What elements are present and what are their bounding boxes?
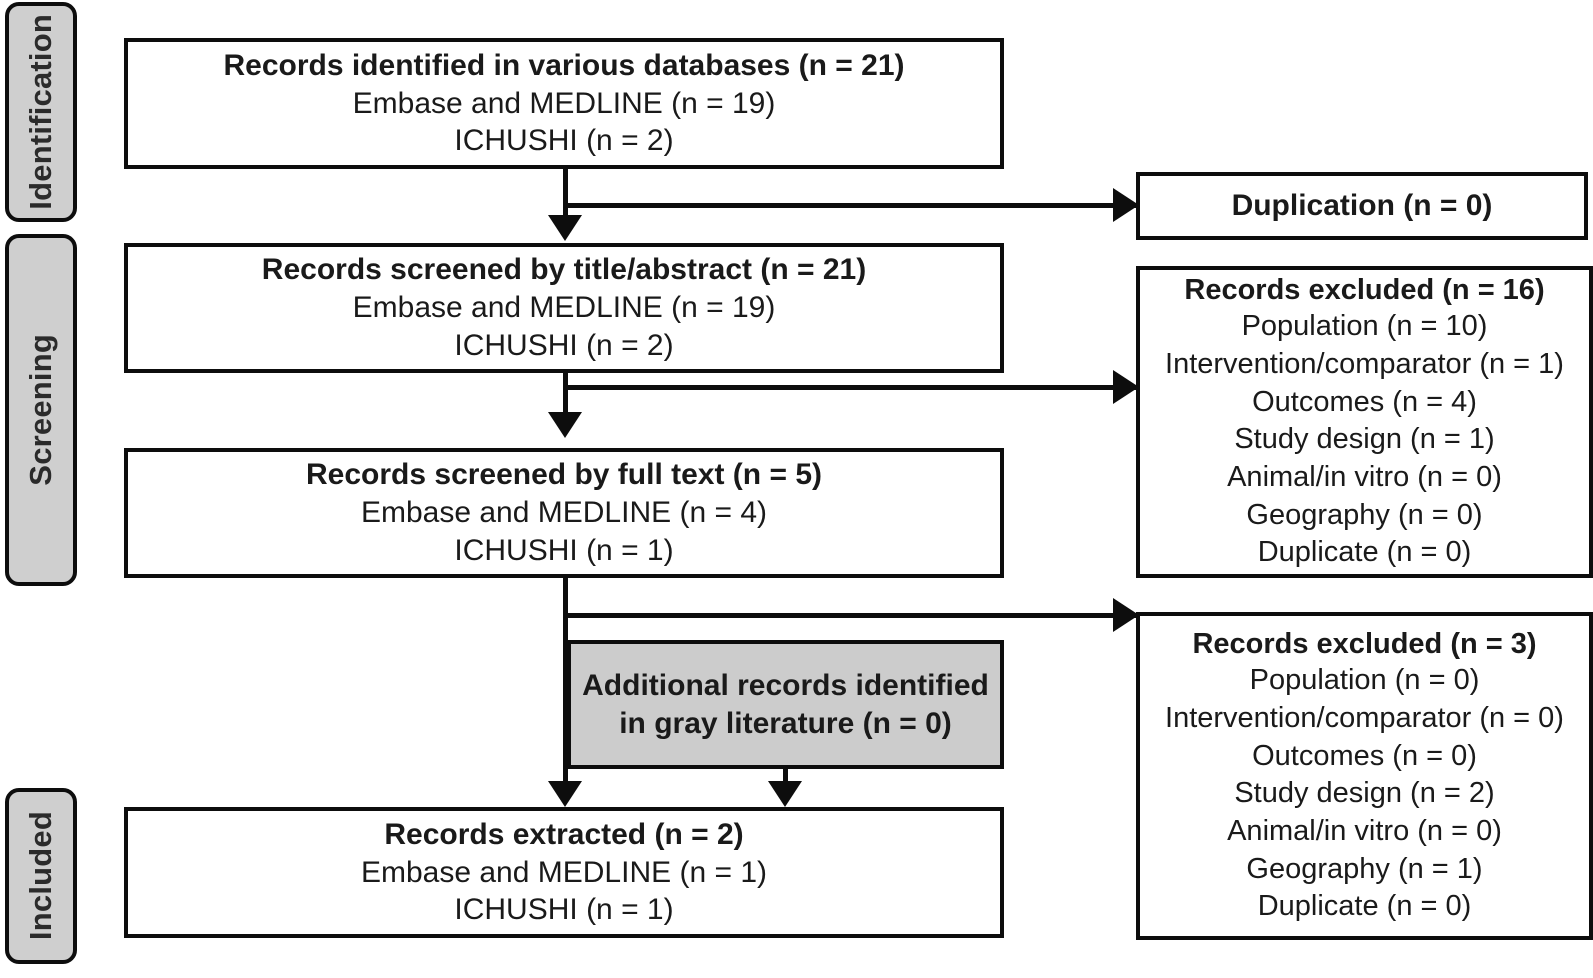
box-records-excluded-3-line-6: Geography (n = 1) (1246, 852, 1483, 885)
box-records-extracted: Records extracted (n = 2) Embase and MED… (124, 807, 1004, 938)
arrow-down-to-records-extracted (548, 781, 582, 807)
arrow-down-gray-to-records-extracted (768, 781, 802, 807)
connector-vline-gray-to-box4 (783, 769, 788, 787)
box-records-excluded-16-line-2: Intervention/comparator (n = 1) (1165, 348, 1564, 381)
box-duplication: Duplication (n = 0) (1136, 172, 1588, 240)
box-records-excluded-16: Records excluded (n = 16) Population (n … (1136, 266, 1593, 578)
box-gray-literature-line-1: Additional records identified (582, 668, 989, 702)
box-records-excluded-16-title: Records excluded (n = 16) (1184, 273, 1545, 306)
arrow-down-to-box2 (548, 215, 582, 241)
box-records-excluded-16-line-7: Duplicate (n = 0) (1257, 536, 1472, 569)
box-records-excluded-16-line-4: Study design (n = 1) (1234, 423, 1495, 456)
box-records-identified-title: Records identified in various databases … (223, 48, 905, 82)
arrow-right-to-duplication (1113, 188, 1139, 222)
box-additional-records-gray-literature: Additional records identified in gray li… (567, 640, 1004, 769)
box-records-excluded-16-line-5: Animal/in vitro (n = 0) (1227, 461, 1502, 494)
box-records-identified-line-2: ICHUSHI (n = 2) (454, 124, 674, 158)
box-records-excluded-3-line-1: Population (n = 0) (1249, 664, 1480, 697)
connector-hline-to-excluded-3 (563, 613, 1136, 618)
box-records-screened-title-abstract-line-1: Embase and MEDLINE (n = 19) (352, 291, 776, 325)
box-records-excluded-3-line-4: Study design (n = 2) (1234, 777, 1495, 810)
box-records-excluded-3-line-3: Outcomes (n = 0) (1252, 739, 1477, 772)
box-records-excluded-3-line-2: Intervention/comparator (n = 0) (1165, 702, 1564, 735)
box-records-screened-full-text-line-2: ICHUSHI (n = 1) (454, 533, 674, 567)
stage-label-screening: Screening (5, 234, 77, 586)
box-records-excluded-3-line-7: Duplicate (n = 0) (1257, 890, 1472, 923)
stage-label-screening-text: Screening (23, 334, 58, 486)
box-records-identified: Records identified in various databases … (124, 38, 1004, 169)
box-records-screened-title-abstract: Records screened by title/abstract (n = … (124, 243, 1004, 373)
box-records-excluded-16-line-6: Geography (n = 0) (1246, 498, 1483, 531)
connector-vline-box1-to-box2 (563, 169, 568, 217)
box-records-screened-title-abstract-title: Records screened by title/abstract (n = … (261, 253, 867, 287)
box-gray-literature-line-2: in gray literature (n = 0) (619, 706, 952, 740)
box-records-excluded-16-line-3: Outcomes (n = 4) (1252, 385, 1477, 418)
stage-label-included: Included (5, 788, 77, 964)
connector-vline-box2-to-box3 (563, 373, 568, 418)
box-records-extracted-title: Records extracted (n = 2) (384, 817, 744, 851)
box-records-screened-full-text-title: Records screened by full text (n = 5) (306, 458, 822, 492)
arrow-right-to-excluded-3 (1113, 598, 1139, 632)
box-duplication-title: Duplication (n = 0) (1231, 189, 1493, 223)
box-records-screened-title-abstract-line-2: ICHUSHI (n = 2) (454, 328, 674, 362)
arrow-right-to-excluded-16 (1113, 370, 1139, 404)
box-records-screened-full-text: Records screened by full text (n = 5) Em… (124, 448, 1004, 578)
box-records-excluded-3: Records excluded (n = 3) Population (n =… (1136, 612, 1593, 940)
stage-label-identification: Identification (5, 2, 77, 222)
connector-hline-to-excluded-16 (563, 385, 1136, 390)
box-records-extracted-line-2: ICHUSHI (n = 1) (454, 893, 674, 927)
box-records-excluded-3-line-5: Animal/in vitro (n = 0) (1227, 815, 1502, 848)
box-records-excluded-3-title: Records excluded (n = 3) (1192, 627, 1537, 660)
box-records-identified-line-1: Embase and MEDLINE (n = 19) (352, 86, 776, 120)
connector-vline-box3-to-box4 (563, 578, 568, 787)
box-records-extracted-line-1: Embase and MEDLINE (n = 1) (360, 855, 767, 889)
box-records-excluded-16-line-1: Population (n = 10) (1241, 310, 1488, 343)
connector-hline-to-duplication (563, 203, 1136, 208)
stage-label-included-text: Included (23, 811, 58, 941)
box-records-screened-full-text-line-1: Embase and MEDLINE (n = 4) (360, 496, 767, 530)
arrow-down-to-box3 (548, 412, 582, 438)
stage-label-identification-text: Identification (23, 14, 58, 210)
